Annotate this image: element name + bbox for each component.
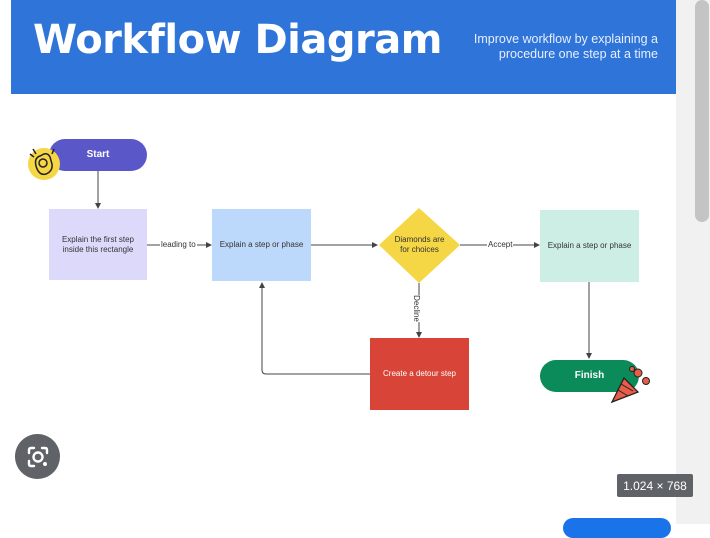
step-phase-node-2: Explain a step or phase bbox=[540, 210, 639, 282]
diamond-line-2: for choices bbox=[400, 245, 439, 254]
page-title: Workflow Diagram bbox=[33, 17, 442, 63]
hand-wave-sticker-icon bbox=[28, 148, 60, 180]
start-node: Start bbox=[49, 139, 147, 171]
lens-search-button[interactable] bbox=[15, 434, 60, 479]
first-step-line-2: inside this rectangle bbox=[62, 244, 134, 254]
lens-search-icon bbox=[27, 446, 48, 467]
step-phase-1-label: Explain a step or phase bbox=[219, 240, 304, 249]
diamond-text: Diamonds are for choices bbox=[385, 230, 454, 260]
scrollbar-thumb[interactable] bbox=[695, 0, 709, 222]
decision-diamond bbox=[379, 208, 460, 283]
edge-label-decline: Decline bbox=[411, 295, 421, 322]
page-subtitle: Improve workflow by explaining a procedu… bbox=[428, 32, 658, 62]
step-phase-node-1: Explain a step or phase bbox=[212, 209, 311, 281]
start-label: Start bbox=[86, 149, 110, 160]
edge-label-leading-to: leading to bbox=[160, 240, 197, 249]
image-size-badge: 1.024 × 768 bbox=[617, 474, 693, 497]
subtitle-line-2: procedure one step at a time bbox=[498, 47, 658, 61]
party-popper-sticker-icon bbox=[610, 366, 650, 404]
detour-node: Create a detour step bbox=[370, 338, 469, 410]
bottom-strip bbox=[0, 498, 676, 524]
diamond-line-1: Diamonds are bbox=[394, 235, 445, 244]
finish-label: Finish bbox=[574, 370, 605, 381]
first-step-line-1: Explain the first step bbox=[61, 234, 135, 244]
left-margin bbox=[0, 0, 11, 498]
step-phase-2-label: Explain a step or phase bbox=[547, 241, 632, 250]
edge-detour-to-step1 bbox=[259, 282, 370, 375]
subtitle-line-1: Improve workflow by explaining a bbox=[473, 32, 658, 46]
detour-label: Create a detour step bbox=[383, 369, 456, 378]
header-banner: Workflow Diagram Improve workflow by exp… bbox=[11, 0, 676, 94]
first-step-node: Explain the first step inside this recta… bbox=[49, 209, 147, 280]
edge-label-accept: Accept bbox=[487, 240, 514, 249]
action-button[interactable] bbox=[563, 518, 671, 538]
